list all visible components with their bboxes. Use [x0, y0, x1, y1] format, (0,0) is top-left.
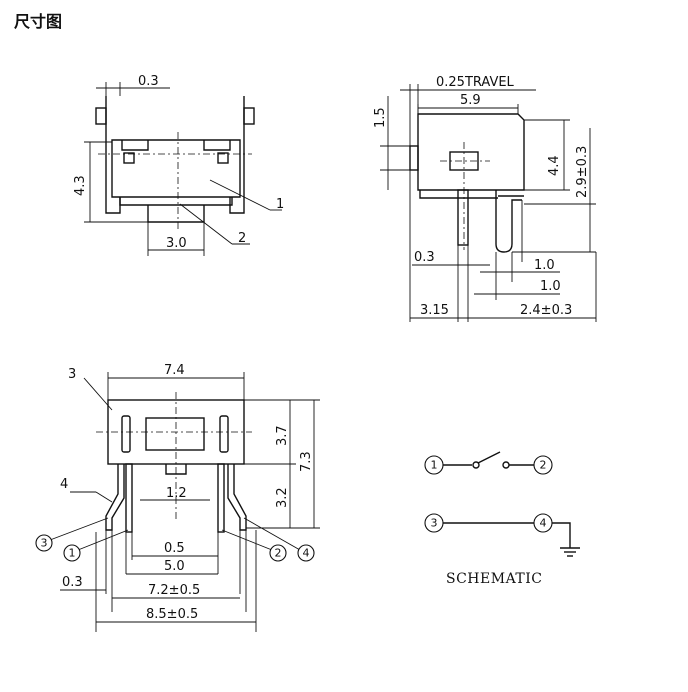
left-leg: [105, 464, 125, 531]
page-title: 尺寸图: [14, 12, 63, 31]
dim-1-5: 1.5: [373, 107, 388, 128]
actuator: [147, 205, 205, 223]
sch-pin-2: 2: [540, 459, 547, 472]
dim-4-3: 4.3: [73, 175, 88, 196]
left-slot: [121, 415, 131, 453]
pin-4-label: 4: [303, 547, 310, 560]
dim-3-7: 3.7: [275, 425, 290, 446]
pin-4-circle: [297, 544, 315, 562]
pin-3-circle: [35, 534, 53, 552]
pin-inner-left: [125, 463, 133, 533]
right-slot: [219, 415, 229, 453]
plunger: [409, 145, 419, 171]
dim-7-3: 7.3: [299, 451, 314, 472]
callout-4: 4: [60, 477, 68, 492]
pin-1-circle: [63, 544, 81, 562]
left-window: [123, 152, 135, 164]
dim-b-1-0a: 1.0: [534, 258, 555, 273]
dim-8-5: 8.5±0.5: [146, 607, 198, 622]
dim-3-0: 3.0: [166, 236, 187, 251]
pin-2-label: 2: [275, 547, 282, 560]
sch-pin-2-circle: [533, 455, 553, 475]
base-step: [419, 190, 498, 199]
dim-7-4: 7.4: [164, 363, 185, 378]
pin-b: [495, 190, 522, 253]
dim-3-15: 3.15: [420, 303, 449, 318]
pin-1-label: 1: [69, 547, 76, 560]
switch-contact: [477, 451, 501, 464]
switch-body: [111, 139, 241, 198]
dim-5-9: 5.9: [460, 93, 481, 108]
dim-travel: 0.25TRAVEL: [436, 75, 515, 90]
body-top-steps: [121, 140, 231, 151]
left-bracket: [105, 96, 121, 214]
dim-0-3-bottom: 0.3: [62, 575, 83, 590]
dim-b-0-3: 0.3: [414, 250, 435, 265]
dim-3-2: 3.2: [275, 487, 290, 508]
dim-2-9: 2.9±0.3: [575, 146, 590, 198]
sch-pin-3: 3: [431, 517, 438, 530]
callout-2: 2: [238, 231, 246, 246]
right-tab: [243, 107, 255, 125]
pin-a: [457, 189, 469, 246]
top-left-view: 0.3 4.3 3.0 1 2: [73, 74, 284, 256]
left-tab: [95, 107, 107, 125]
dim-1-2: 1.2: [166, 486, 187, 501]
dim-b-1-0b: 1.0: [540, 279, 561, 294]
side-body: [417, 113, 525, 191]
pin-2-circle: [269, 544, 287, 562]
bottom-notch: [165, 464, 187, 475]
dim-0-3: 0.3: [138, 74, 159, 89]
dim-2-4: 2.4±0.3: [520, 303, 572, 318]
schematic: 1 2 3 4 SCHEMATIC: [424, 451, 580, 587]
pin-3-label: 3: [41, 537, 48, 550]
right-leg: [227, 464, 247, 531]
dim-5-0: 5.0: [164, 559, 185, 574]
bottom-left-view: 7.4 3.7 7.3 3.2 1.2 3 4 3 1 2 4: [35, 363, 320, 632]
body-base: [119, 197, 233, 206]
dim-0-5: 0.5: [164, 541, 185, 556]
right-window: [217, 152, 229, 164]
schematic-label: SCHEMATIC: [446, 571, 543, 587]
center-window: [145, 417, 205, 451]
sch-pin-4: 4: [540, 517, 547, 530]
callout-3: 3: [68, 367, 76, 382]
top-right-view: 0.25TRAVEL 5.9 1.5 4.4 2.9±0.3 0.3 1.0: [373, 75, 597, 322]
dim-7-2: 7.2±0.5: [148, 583, 200, 598]
sch-pin-1: 1: [431, 459, 438, 472]
dim-4-4: 4.4: [547, 155, 562, 176]
pin-inner-right: [217, 463, 225, 533]
ground-wire: [552, 522, 571, 548]
callout-1: 1: [276, 197, 284, 212]
